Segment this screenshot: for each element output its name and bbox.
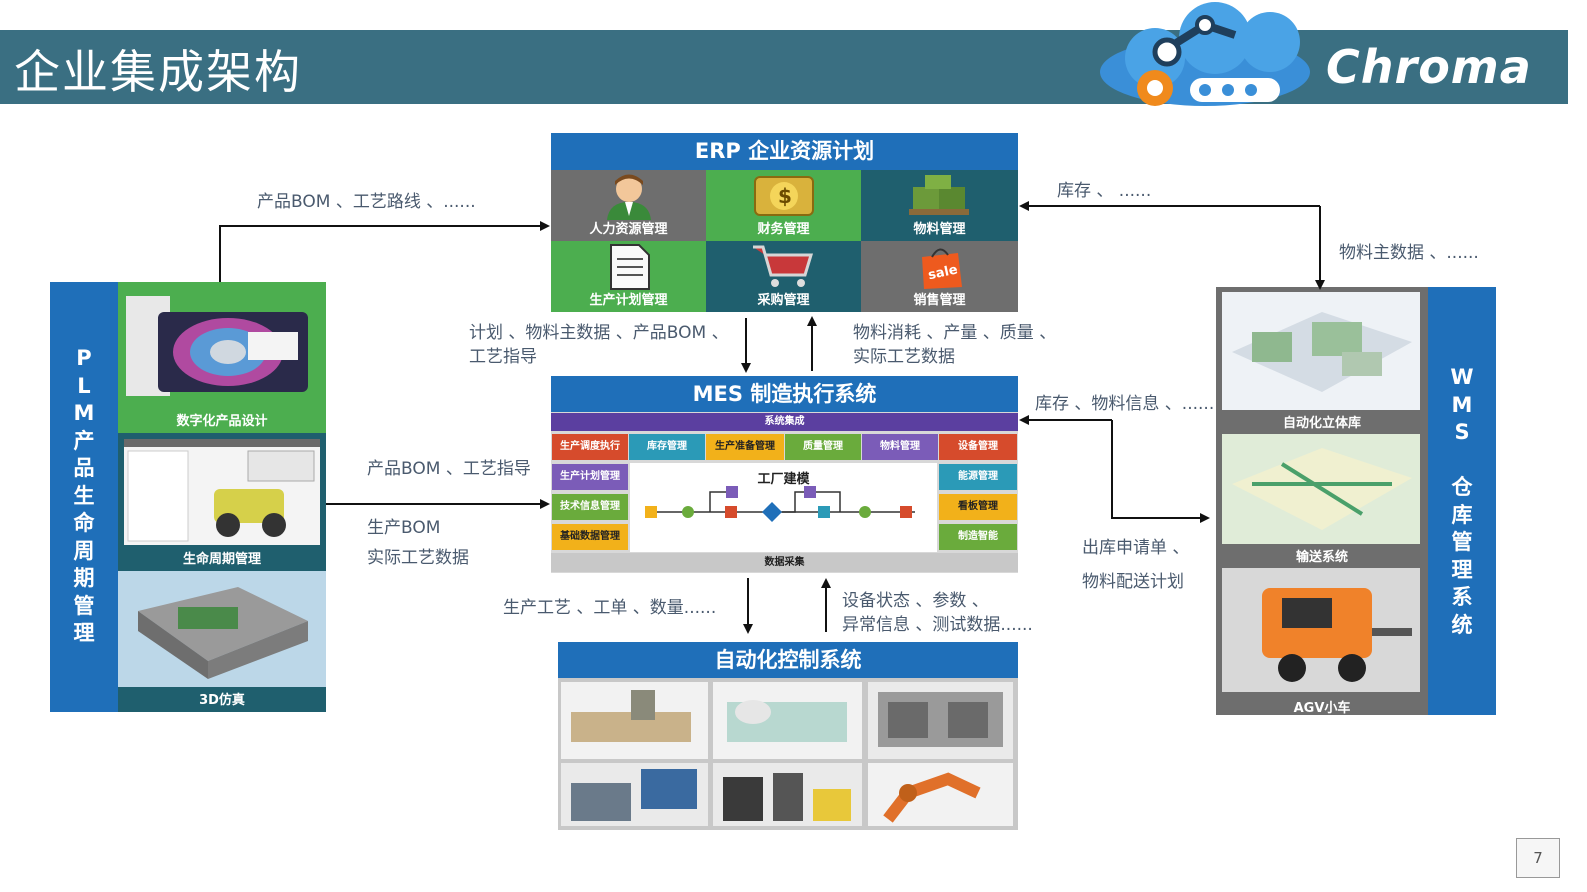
mes-module: 生产调度执行 <box>552 434 628 460</box>
erp-cell-finance: $ 财务管理 <box>706 170 861 241</box>
conveyor-system-image <box>1232 448 1412 530</box>
acs-photo-machine-3 <box>868 682 1013 759</box>
mes-module: 生产计划管理 <box>552 464 628 490</box>
roller-machine-image <box>727 700 847 742</box>
svg-text:$: $ <box>778 184 792 208</box>
plm-panel-3d-sim: 3D仿真 <box>118 571 326 712</box>
plm-panel-caption: 生命周期管理 <box>182 552 261 567</box>
mes-module: 物料管理 <box>862 434 938 460</box>
acs-photo-machine-1 <box>561 682 708 759</box>
factory-model-area <box>630 463 937 552</box>
page-number: 7 <box>1516 838 1560 878</box>
erp-cell-hr: 人力资源管理 <box>551 170 706 241</box>
shopping-cart-icon <box>752 245 813 287</box>
flow-label: 生产工艺 、工单 、数量...... <box>503 598 717 618</box>
mes-module: 技术信息管理 <box>552 494 628 520</box>
packaging-machine-image <box>571 690 691 742</box>
factory-model-flow-diagram <box>645 486 915 522</box>
money-bag-icon: $ <box>753 176 814 216</box>
flow-label: 产品BOM 、工艺指导 <box>367 459 531 479</box>
acs-photo-robot <box>868 763 1013 826</box>
production-line-image <box>878 692 1003 747</box>
acs-photo-plc <box>561 763 708 826</box>
erp-title: ERP 企业资源计划 <box>551 133 1018 170</box>
plm-panel-digital-design: 数字化产品设计 <box>118 282 326 433</box>
mes-module: 制造智能 <box>939 524 1017 550</box>
mes-module: 看板管理 <box>939 494 1017 520</box>
plm-panel-lifecycle: 生命周期管理 <box>118 433 326 571</box>
plm-panel-caption: 3D仿真 <box>199 693 245 708</box>
acs-photo-drives <box>713 763 862 826</box>
plm-panel-caption: 数字化产品设计 <box>176 414 268 429</box>
wms-panel-caption: 自动化立体库 <box>1282 416 1361 431</box>
mes-module: 生产准备管理 <box>706 434 784 460</box>
plc-hardware-image <box>571 769 697 821</box>
wms-photo-agv <box>1222 568 1420 692</box>
erp-cell-label: 采购管理 <box>757 293 810 308</box>
erp-cell-sales: sale 销售管理 <box>861 241 1018 312</box>
3d-simulation-image <box>118 571 326 687</box>
sale-tag-text: sale <box>926 262 958 283</box>
brand-wordmark: Chroma <box>1326 40 1532 94</box>
agv-forklift-image <box>1262 588 1412 682</box>
flow-label: 出库申请单 、 <box>1082 538 1190 558</box>
cloud-robot-logo <box>1100 2 1310 106</box>
wms-photo-conveyor <box>1222 434 1420 544</box>
mes-top-bar: 系统集成 <box>551 413 1018 431</box>
flow-label: 工艺指导 <box>469 347 537 367</box>
lifecycle-software-image <box>124 439 320 545</box>
mes-module: 能源管理 <box>939 464 1017 490</box>
person-icon <box>606 174 651 220</box>
erp-cell-production-plan: 生产计划管理 <box>551 241 706 312</box>
flow-label: 设备状态 、参数 、 <box>842 591 989 611</box>
flow-label: 库存 、 ...... <box>1057 181 1152 201</box>
mes-bottom-bar: 数据采集 <box>551 553 1018 572</box>
cad-model-image <box>126 296 308 396</box>
flow-label: 物料配送计划 <box>1082 572 1184 592</box>
erp-cell-label: 生产计划管理 <box>589 293 668 308</box>
document-icon <box>609 244 650 290</box>
acs-title: 自动化控制系统 <box>558 642 1018 678</box>
warehouse-3d-image <box>1232 312 1412 392</box>
mes-title: MES 制造执行系统 <box>551 376 1018 412</box>
mes-module: 设备管理 <box>939 434 1017 460</box>
flow-label: 实际工艺数据 <box>853 347 955 367</box>
boxes-icon <box>908 175 969 215</box>
erp-cell-label: 物料管理 <box>913 222 966 237</box>
mes-module: 基础数据管理 <box>552 524 628 550</box>
flow-label: 物料消耗 、产量 、质量 、 <box>853 323 1057 343</box>
page-title: 企业集成架构 <box>14 45 302 99</box>
erp-cell-label: 销售管理 <box>913 293 966 308</box>
flow-label: 产品BOM 、工艺路线 、...... <box>257 192 476 212</box>
plm-side-bar <box>50 282 118 712</box>
factory-model-title: 工厂建模 <box>757 472 810 487</box>
erp-cell-label: 财务管理 <box>757 222 810 237</box>
erp-cell-label: 人力资源管理 <box>589 222 668 237</box>
wms-panel-caption: 输送系统 <box>1295 550 1348 565</box>
erp-cell-purchasing: 采购管理 <box>706 241 861 312</box>
wms-photo-warehouse <box>1222 292 1420 410</box>
flow-label: 实际工艺数据 <box>367 548 469 568</box>
flow-label: 物料主数据 、...... <box>1339 243 1479 263</box>
sale-bag-icon: sale <box>921 248 962 289</box>
flow-label: 生产BOM <box>367 518 441 538</box>
wms-side-bar <box>1428 287 1496 715</box>
servo-drives-image <box>723 773 851 821</box>
flow-label: 异常信息 、测试数据...... <box>842 615 1033 635</box>
erp-cell-material: 物料管理 <box>861 170 1018 241</box>
wms-panel-caption: AGV小车 <box>1293 701 1351 716</box>
mes-module: 库存管理 <box>629 434 705 460</box>
mes-module: 质量管理 <box>785 434 861 460</box>
flow-label: 库存 、物料信息 、...... <box>1035 394 1215 414</box>
acs-photo-machine-2 <box>713 682 862 759</box>
industrial-robot-image <box>883 772 981 823</box>
flow-label: 计划 、物料主数据 、产品BOM 、 <box>469 323 729 343</box>
